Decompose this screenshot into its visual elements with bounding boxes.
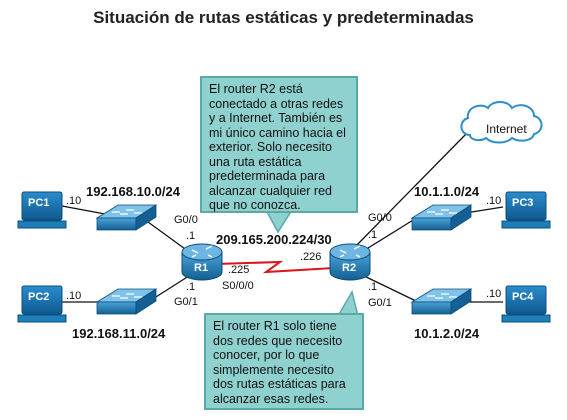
pc4-label: PC4: [512, 291, 534, 303]
network-lan1-label: 192.168.10.0/24: [86, 184, 180, 199]
link-r2-switch3: [359, 216, 419, 254]
network-lan2-label: 192.168.11.0/24: [72, 326, 166, 341]
network-lan3-label: 10.1.1.0/24: [414, 184, 480, 199]
r1-g01-address: .1: [186, 281, 196, 293]
r1-g00-address: .1: [186, 230, 196, 242]
router-r1-icon: [181, 243, 223, 281]
r1-s000-label: S0/0/0: [222, 280, 254, 292]
pc3-label: PC3: [512, 197, 534, 209]
callout-r1: El router R1 solo tiene dos redes que ne…: [204, 313, 364, 410]
serial-link: [215, 260, 335, 274]
switch-lan2: [95, 288, 158, 315]
router-r2-icon: [329, 243, 371, 281]
link-r2-switch4: [359, 273, 419, 303]
pc4-address: .10: [486, 288, 502, 300]
pc1-label: PC1: [28, 197, 50, 209]
pc2-address: .10: [66, 290, 82, 302]
router-r1-label: R1: [194, 262, 209, 274]
switch-lan1: [95, 204, 158, 231]
r1-g01-label: G0/1: [174, 296, 198, 308]
network-lan4-label: 10.1.2.0/24: [414, 326, 480, 341]
callout-r2: El router R2 está conectado a otras rede…: [200, 76, 358, 213]
link-r2-internet: [351, 131, 469, 251]
r2-g00-address: .1: [368, 229, 378, 241]
pc2-icon: [17, 285, 67, 323]
network-wan-label: 209.165.200.224/30: [216, 232, 332, 247]
pc2-label: PC2: [28, 291, 50, 303]
r2-g01-label: G0/1: [368, 297, 392, 309]
switch-lan4: [410, 288, 473, 315]
pc1-icon: [17, 191, 67, 229]
callout-r2-pointer: [264, 209, 294, 234]
r1-serial-address: .225: [228, 264, 250, 276]
internet-cloud-icon: [460, 101, 543, 144]
pc1-address: .10: [66, 195, 82, 207]
r1-g00-label: G0/0: [174, 214, 198, 226]
r2-g00-label: G0/0: [368, 212, 392, 224]
internet-label: Internet: [486, 122, 527, 136]
switch-lan3: [410, 204, 473, 231]
r2-g01-address: .1: [368, 281, 378, 293]
pc3-icon: [501, 191, 551, 229]
pc4-icon: [501, 285, 551, 323]
router-r2-label: R2: [342, 262, 357, 274]
page-title: Situación de rutas estáticas y predeterm…: [93, 8, 474, 27]
r2-serial-address: .226: [300, 251, 322, 263]
pc3-address: .10: [486, 195, 502, 207]
link-pc1-switch: [61, 205, 106, 215]
